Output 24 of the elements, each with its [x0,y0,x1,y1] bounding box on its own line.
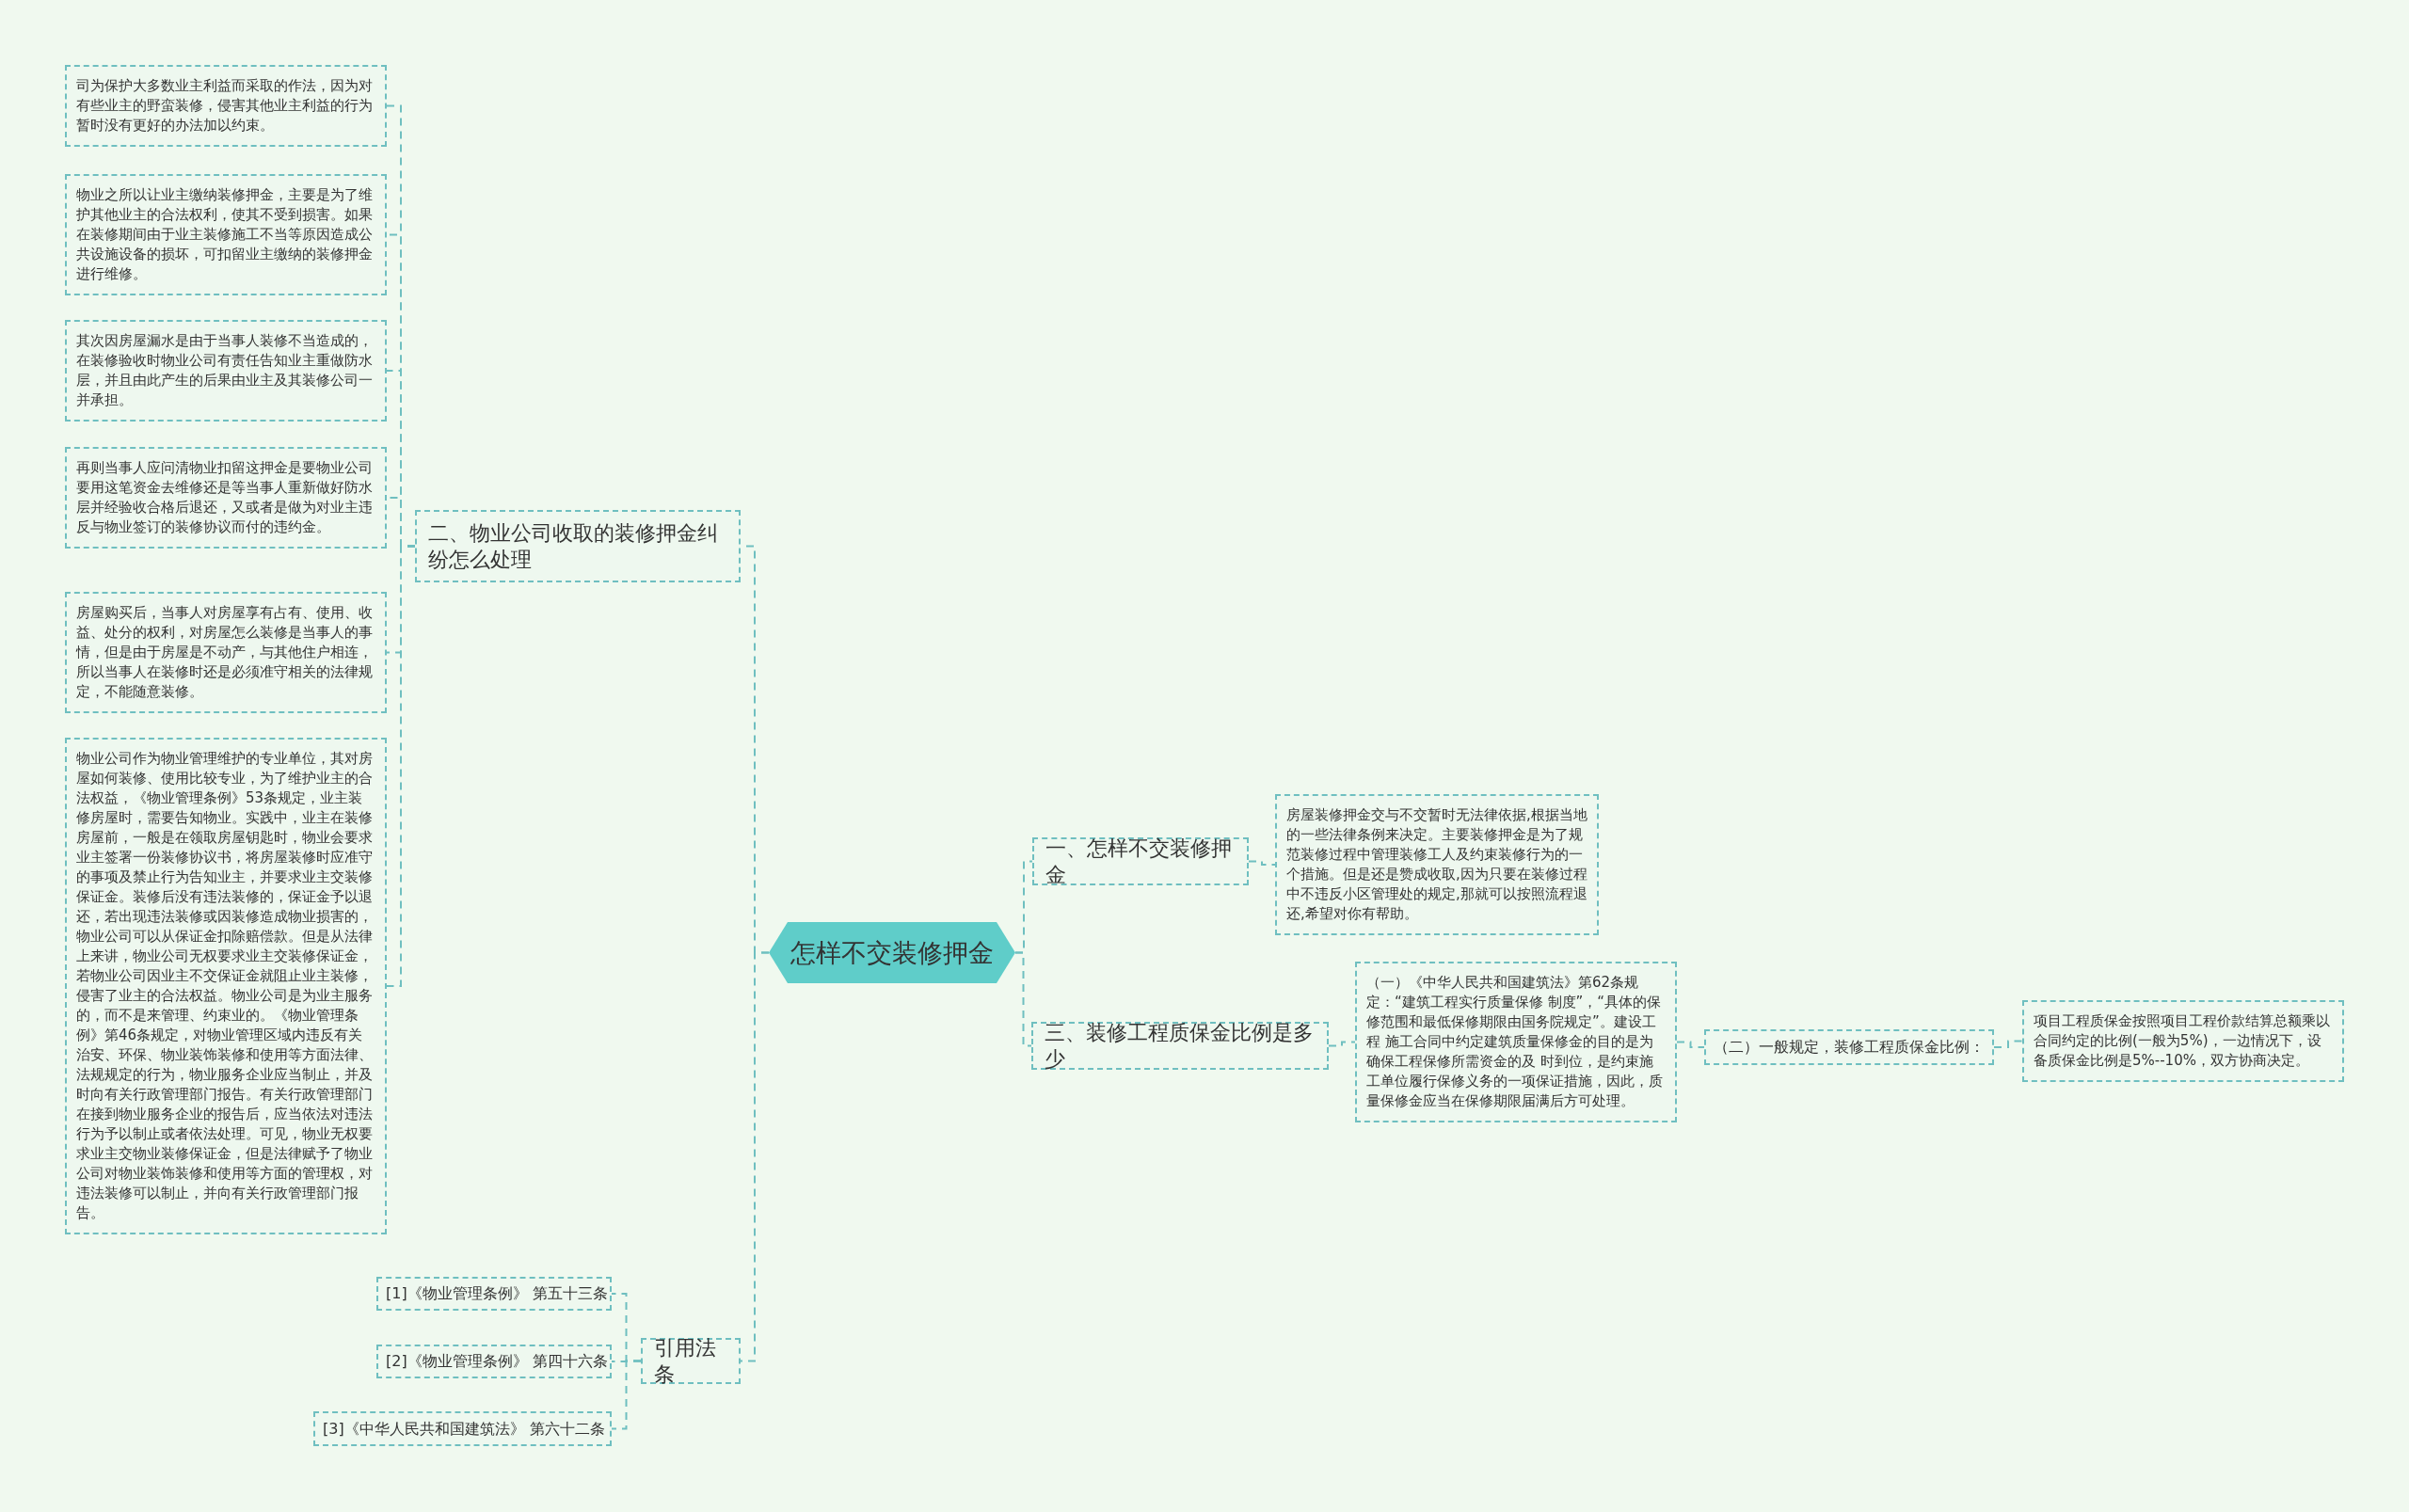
connector-line [1014,951,1032,1047]
connector-line [1676,1041,1705,1048]
text-box: 司为保护大多数业主利益而采取的作法，因为对有些业主的野蛮装修，侵害其他业主利益的行为暂时没有更好的办法加以约束。 [65,65,387,147]
topic-box: 三、装修工程质保金比例是多少 [1031,1022,1329,1070]
text-box: 再则当事人应问清物业扣留这押金是要物业公司要用这笔资金去维修还是等当事人重新做好防水层并经验收合格后退还，又或者是做为对业主违反与物业签订的装修协议而付的违约金。 [65,447,387,549]
text-box: 其次因房屋漏水是由于当事人装修不当造成的，在装修验收时物业公司有责任告知业主重做防水层，并且由此产生的后果由业主及其装修公司一并承担。 [65,320,387,422]
connector-line [1248,860,1276,866]
reference-box: [2]《物业管理条例》 第四十六条 [376,1345,612,1378]
connector-line [1993,1040,2023,1048]
text-box: 物业公司作为物业管理维护的专业单位，其对房屋如何装修、使用比较专业，为了维护业主的合法权益，《物业管理条例》53条规定，业主装修房屋时，需要告知物业。实践中，业主在装修房屋前，一般是在领取房屋钥匙时，物业会要求业主签署一份装修协议书，将房屋装修时应准守的事项及禁止行为告知业主，并要求业主交装修保证金。装修后没有违法装修的，保证金予以退还，若出现违法装修或因装修造成物业损害的，物业公司可以从保证金扣除赔偿款。但是从法律上来讲，物业公司无权要求业主交装修保证金，若物业公司因业主不交保证金就阻止业主装修，侵害了业主的合法权益。物业公司是为业主服务的，而不是来管理、约束业的。《物业管理条例》第46条规定，对物业管理区域内违反有关治安、环保、物业装饰装修和使用等方面法律、法规规定的行为，物业服务企业应当制止，并及时向有关行政管理部门报告。有关行政管理部门在接到物业服务企业的报告后，应当依法对违法行为予以制止或者依法处理。可见，物业无权要求业主交物业装修保证金，但是法律赋予了物业公司对物业装饰装修和使用等方面的管理权，对违法装修可以制止，并向有关行政管理部门报告。 [65,738,387,1234]
text-box: 房屋装修押金交与不交暂时无法律依据,根据当地的一些法律条例来决定。主要装修押金是为了规范装修过程中管理装修工人及约束装修行为的一个措施。但是还是赞成收取,因为只要在装修过程中不违反小区管理处的规定,那就可以按照流程退还,希望对你有帮助。 [1275,794,1599,935]
text-box: 物业之所以让业主缴纳装修押金，主要是为了维护其他业主的合法权利，使其不受到损害。如果在装修期间由于业主装修施工不当等原因造成公共设施设备的损坏，可扣留业主缴纳的装修押金进行维修。 [65,174,387,295]
topic-box: 二、物业公司收取的装修押金纠纷怎么处理 [415,510,741,582]
root-hexagon: 怎样不交装修押金 [769,922,1015,983]
topic-box: 引用法条 [641,1338,741,1384]
reference-box: [1]《物业管理条例》 第五十三条 [376,1277,612,1311]
connector-line [611,1360,642,1430]
topic-box: 一、怎样不交装修押金 [1032,837,1249,885]
text-box: 项目工程质保金按照项目工程价款结算总额乘以合同约定的比例(一般为5%)，一边情况下，设备质保金比例是5%--10%，双方协商决定。 [2022,1000,2344,1082]
text-box: （一）《中华人民共和国建筑法》第62条规定：“建筑工程实行质量保修 制度”，“具体的保修范围和最低保修期限由国务院规定”。建设工程 施工合同中约定建筑质量保修金的目的是为确保工程保修所需资金的及 时到位，是约束施工单位履行保修义务的一项保证措施，因此，质量保修金应当在保修期限届满后方可处理。 [1355,962,1677,1122]
connector-line [1328,1041,1356,1047]
reference-box: （二）一般规定，装修工程质保金比例： [1704,1029,1994,1065]
text-box: 房屋购买后，当事人对房屋享有占有、使用、收益、处分的权利，对房屋怎么装修是当事人的事情，但是由于房屋是不动产，与其他住户相连，所以当事人在装修时还是必须准守相关的法律规定，不能随意装修。 [65,592,387,713]
reference-box: [3]《中华人民共和国建筑法》 第六十二条 [313,1411,612,1446]
